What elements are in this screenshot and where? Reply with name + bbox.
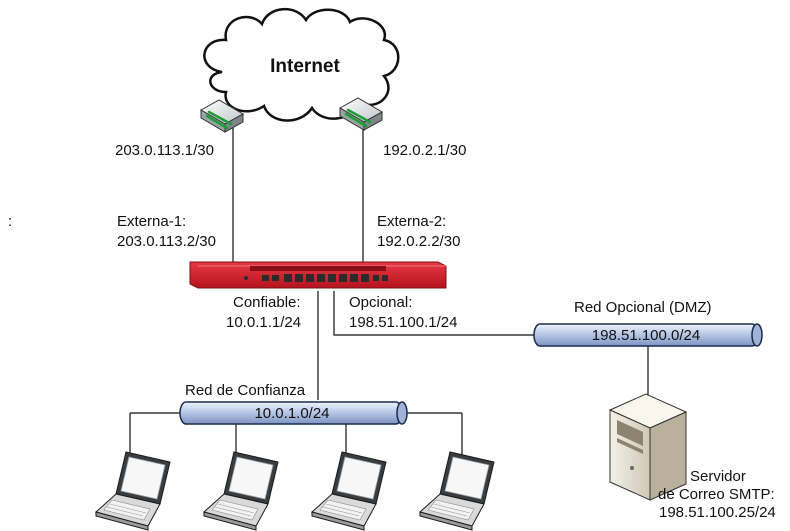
external-1-wan-ip: 203.0.113.1/30 bbox=[115, 142, 214, 159]
server-label-line1: Servidor bbox=[690, 468, 746, 485]
laptop-icon-3 bbox=[311, 451, 387, 531]
external-2-wan-ip: 192.0.2.1/30 bbox=[383, 142, 466, 159]
optional-iface-ip: 198.51.100.1/24 bbox=[349, 314, 457, 331]
external-1-iface-name: Externa-1: bbox=[117, 213, 186, 230]
trusted-iface-ip: 10.0.1.1/24 bbox=[226, 314, 301, 331]
trusted-subnet-label: 10.0.1.0/24 bbox=[254, 405, 329, 422]
internet-cloud: Internet bbox=[203, 7, 400, 122]
server-label-line2: de Correo SMTP: bbox=[658, 486, 775, 503]
external-2-iface-name: Externa-2: bbox=[377, 213, 446, 230]
optional-network-pipe: 198.51.100.0/24 bbox=[533, 323, 763, 347]
connections bbox=[129, 126, 649, 458]
trusted-network-name: Red de Confianza bbox=[185, 382, 306, 399]
link-optional bbox=[333, 291, 536, 336]
optional-iface-name: Opcional: bbox=[349, 294, 412, 311]
trusted-iface-name: Confiable: bbox=[233, 294, 301, 311]
laptop-icon-4 bbox=[419, 451, 495, 531]
optional-subnet-label: 198.51.100.0/24 bbox=[592, 327, 700, 344]
external-1-iface-ip: 203.0.113.2/30 bbox=[117, 233, 216, 250]
external-2-iface-ip: 192.0.2.2/30 bbox=[377, 233, 460, 250]
firewall-icon bbox=[189, 261, 447, 289]
optional-network-name: Red Opcional (DMZ) bbox=[574, 299, 712, 316]
laptop-icon-1 bbox=[95, 451, 171, 531]
stray-mark: : bbox=[8, 213, 12, 230]
server-ip: 198.51.100.25/24 bbox=[659, 504, 776, 521]
laptop-icon-2 bbox=[203, 451, 279, 531]
trusted-network-pipe: 10.0.1.0/24 bbox=[179, 401, 408, 425]
internet-label: Internet bbox=[270, 56, 340, 77]
server-icon bbox=[608, 393, 688, 501]
